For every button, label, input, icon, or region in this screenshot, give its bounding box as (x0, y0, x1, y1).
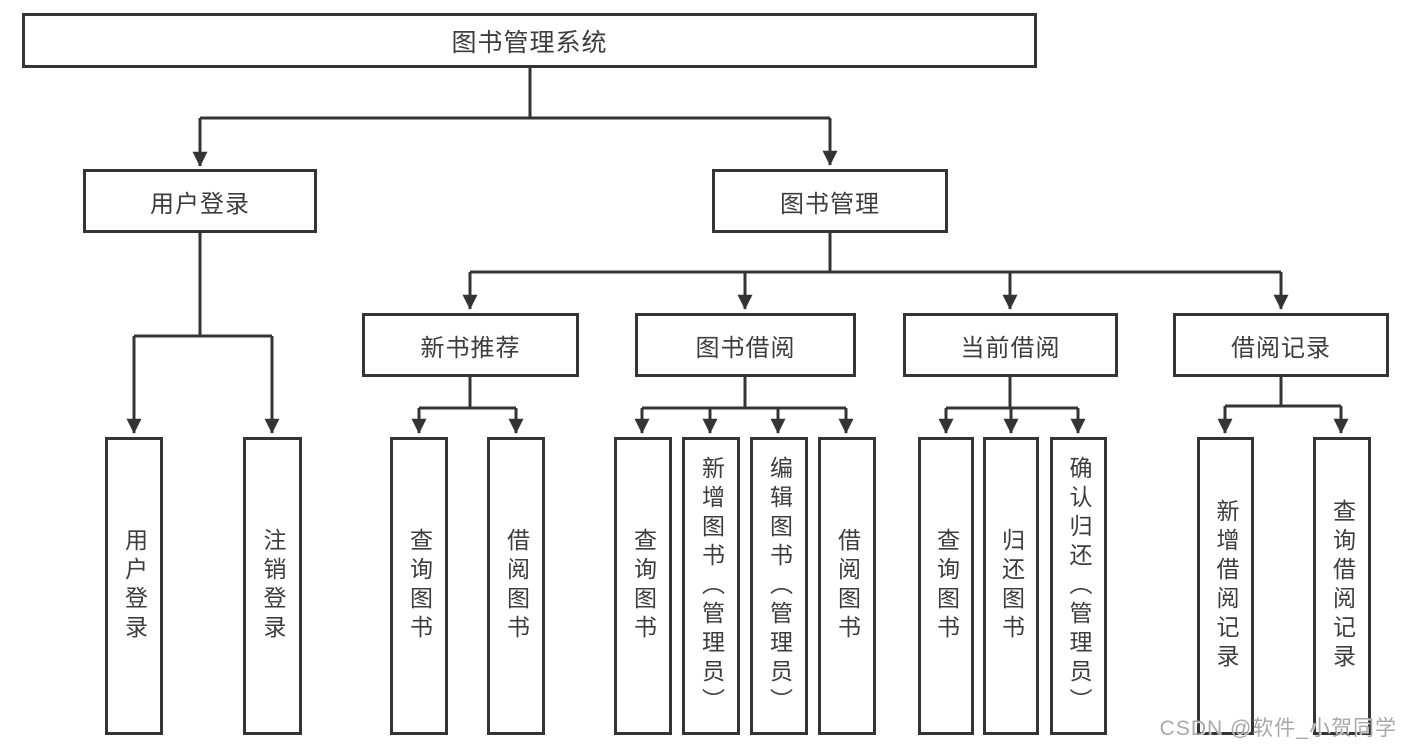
node-current-borrow: 当前借阅 (903, 313, 1118, 377)
connector-new-books-children (411, 377, 524, 434)
connector-book-mgmt-to-level3 (462, 233, 1289, 310)
connector-current-borrow-children (938, 377, 1086, 434)
leaf-add-borrow-record: 新增借阅记录 (1197, 437, 1254, 735)
leaf-query-books-borrow: 查询图书 (614, 437, 672, 735)
connector-user-login-children (126, 233, 280, 434)
leaf-query-books-current: 查询图书 (918, 437, 974, 735)
leaf-query-books-recommend: 查询图书 (390, 437, 448, 735)
node-new-books: 新书推荐 (362, 313, 579, 377)
leaf-query-borrow-record: 查询借阅记录 (1313, 437, 1371, 735)
node-library-system: 图书管理系统 (22, 13, 1037, 68)
node-book-management: 图书管理 (712, 169, 948, 233)
leaf-borrow-books-recommend: 借阅图书 (487, 437, 545, 735)
leaf-borrow-books: 借阅图书 (818, 437, 876, 735)
leaf-return-books: 归还图书 (983, 437, 1039, 735)
leaf-logout: 注销登录 (243, 437, 302, 735)
connector-root-to-level2 (192, 68, 838, 167)
node-borrow-records: 借阅记录 (1173, 313, 1389, 377)
node-user-login: 用户登录 (83, 169, 317, 233)
leaf-confirm-return-admin: 确认归还（管理员） (1050, 437, 1107, 735)
connector-book-borrow-children (634, 377, 854, 434)
leaf-edit-books-admin: 编辑图书（管理员） (750, 437, 808, 735)
leaf-user-login: 用户登录 (105, 437, 163, 735)
node-book-borrow: 图书借阅 (635, 313, 856, 377)
leaf-add-books-admin: 新增图书（管理员） (682, 437, 740, 735)
connector-borrow-records-children (1217, 377, 1349, 434)
